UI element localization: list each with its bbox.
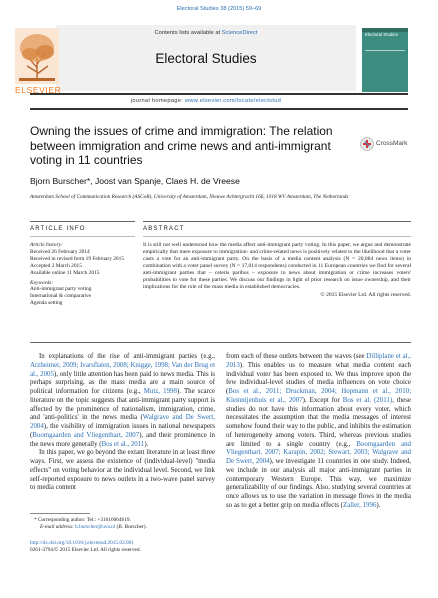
corresponding-author: * Corresponding author. Tel.: +316160646… xyxy=(34,517,131,523)
body-left-column: In explanations of the rise of anti-immi… xyxy=(30,353,215,493)
body-text: ). This enables us to measure what media… xyxy=(226,361,411,395)
doi-block: http://dx.doi.org/10.1016/j.electstud.20… xyxy=(30,540,220,554)
email-suffix: (B. Burscher). xyxy=(115,524,147,530)
article-info-heading: ARTICLE INFO xyxy=(30,226,86,232)
elsevier-logo[interactable]: ELSEVIER xyxy=(15,28,62,96)
citation-link[interactable]: Boomgaarden and Vliegenthart, 2007 xyxy=(32,431,140,439)
contents-prefix: Contents lists available at xyxy=(154,30,222,36)
journal-cover[interactable] xyxy=(362,28,408,92)
body-text: In this paper, we go beyond the extant l… xyxy=(30,449,215,492)
body-paragraph: In explanations of the rise of anti-immi… xyxy=(30,353,215,449)
history-item: Received 26 February 2014 xyxy=(30,248,90,255)
abstract-text: It is still not well understood how the … xyxy=(143,242,411,291)
issn-line: 0261-3794/© 2015 Elsevier Ltd. All right… xyxy=(30,547,141,553)
info-rule-mid xyxy=(30,236,135,237)
header-rule-top xyxy=(30,93,408,95)
citation-link[interactable]: Dilliplane et al., 2013 xyxy=(226,353,411,369)
article-info: Article history: Received 26 February 20… xyxy=(30,242,130,307)
doi-link[interactable]: http://dx.doi.org/10.1016/j.electstud.20… xyxy=(30,540,134,546)
journal-homepage: journal homepage: www.elsevier.com/locat… xyxy=(56,98,356,104)
crossmark-badge[interactable]: CrossMark xyxy=(360,137,416,151)
citation-link[interactable]: Bos et al., 2011; Druckman, 2004; Hopman… xyxy=(226,388,411,404)
info-rule-top xyxy=(30,221,135,222)
author-affiliation: Amsterdam School of Communication Resear… xyxy=(30,194,349,200)
masthead-box xyxy=(56,25,356,91)
keyword-item: International & comparative xyxy=(30,293,92,300)
body-text: , these studies do not have this informa… xyxy=(226,396,411,448)
history-label: Article history: xyxy=(30,242,63,248)
citation-link[interactable]: Bos et al. (2011) xyxy=(342,396,393,404)
body-text: ), the visibility of immigration issues … xyxy=(30,423,215,439)
crossmark-icon xyxy=(360,137,374,151)
history-item: Received in revised form 19 February 201… xyxy=(30,255,125,262)
abstract-copyright: © 2015 Elsevier Ltd. All rights reserved… xyxy=(320,292,411,299)
abstract-rule-mid xyxy=(143,236,411,237)
citation-link[interactable]: Walgrave and De Swert, 2004 xyxy=(30,414,215,430)
body-text: ), we investigate 11 countries in one st… xyxy=(226,458,412,509)
sciencedirect-link[interactable]: ScienceDirect xyxy=(221,30,258,36)
keyword-item: Agenda setting xyxy=(30,300,63,307)
history-item: Accepted 2 March 2015 xyxy=(30,262,82,269)
citation-link[interactable]: Zaller, 1996 xyxy=(342,501,377,509)
journal-reference[interactable]: Electoral Studies 38 (2015) 59–69 xyxy=(176,6,262,12)
abstract-rule-bottom xyxy=(30,342,411,343)
contents-line: Contents lists available at ScienceDirec… xyxy=(56,30,356,36)
cover-band xyxy=(362,28,408,32)
citation-link[interactable]: Mutz, 1998 xyxy=(143,388,177,395)
body-right-column: from each of these outlets between the w… xyxy=(226,353,411,511)
abstract-body: It is still not well understood how the … xyxy=(143,242,411,299)
keyword-item: Anti-immigrant party voting xyxy=(30,286,92,293)
footnote-rule xyxy=(30,513,90,514)
elsevier-tree-icon xyxy=(15,28,59,84)
body-text: ). xyxy=(376,501,381,509)
email-line: E-mail address: b.burscher@uva.nl (B. Bu… xyxy=(30,524,220,531)
body-text: ). Except for xyxy=(302,396,343,404)
abstract-rule-top xyxy=(143,221,411,222)
cover-rule xyxy=(365,50,405,51)
history-item: Available online 11 March 2015 xyxy=(30,269,100,276)
citation-link[interactable]: Arzheimer, 2009; Ivarsflaten, 2008; Knig… xyxy=(30,361,215,378)
author-list[interactable]: Bjorn Burscher*, Joost van Spanje, Claes… xyxy=(30,176,240,186)
body-text: from each of these outlets between the w… xyxy=(226,353,367,360)
body-text: ), only little attention has been paid t… xyxy=(30,370,215,396)
crossmark-label: CrossMark xyxy=(376,140,408,147)
homepage-label: journal homepage: xyxy=(130,98,185,104)
elsevier-wordmark: ELSEVIER xyxy=(15,85,62,95)
body-paragraph: from each of these outlets between the w… xyxy=(226,353,411,511)
body-text: ). xyxy=(144,440,149,448)
keywords-label: Keywords: xyxy=(30,279,54,286)
body-text: In explanations of the rise of anti-immi… xyxy=(39,353,215,360)
journal-title: Electoral Studies xyxy=(155,51,257,66)
header-rule-bottom xyxy=(30,108,408,110)
footnote: * Corresponding author. Tel.: +316160646… xyxy=(30,517,220,531)
homepage-link[interactable]: www.elsevier.com/locate/electstud xyxy=(184,98,282,104)
article-title: Owning the issues of crime and immigrati… xyxy=(30,124,333,167)
body-paragraph: In this paper, we go beyond the extant l… xyxy=(30,449,215,493)
cover-title: Electoral Studies xyxy=(365,32,398,37)
email-label: E-mail address: xyxy=(40,524,76,530)
abstract-heading: ABSTRACT xyxy=(143,226,185,232)
email-link[interactable]: b.burscher@uva.nl xyxy=(75,524,116,530)
citation-link[interactable]: Bos et al., 2011 xyxy=(101,440,145,448)
body-text: ), and their prominence in the news more… xyxy=(30,431,215,448)
body-text: ). The scarce literature on the topic su… xyxy=(30,388,215,422)
citation-link[interactable]: Boomgaarden and Vliegenthart, 2007; Kara… xyxy=(226,440,411,466)
